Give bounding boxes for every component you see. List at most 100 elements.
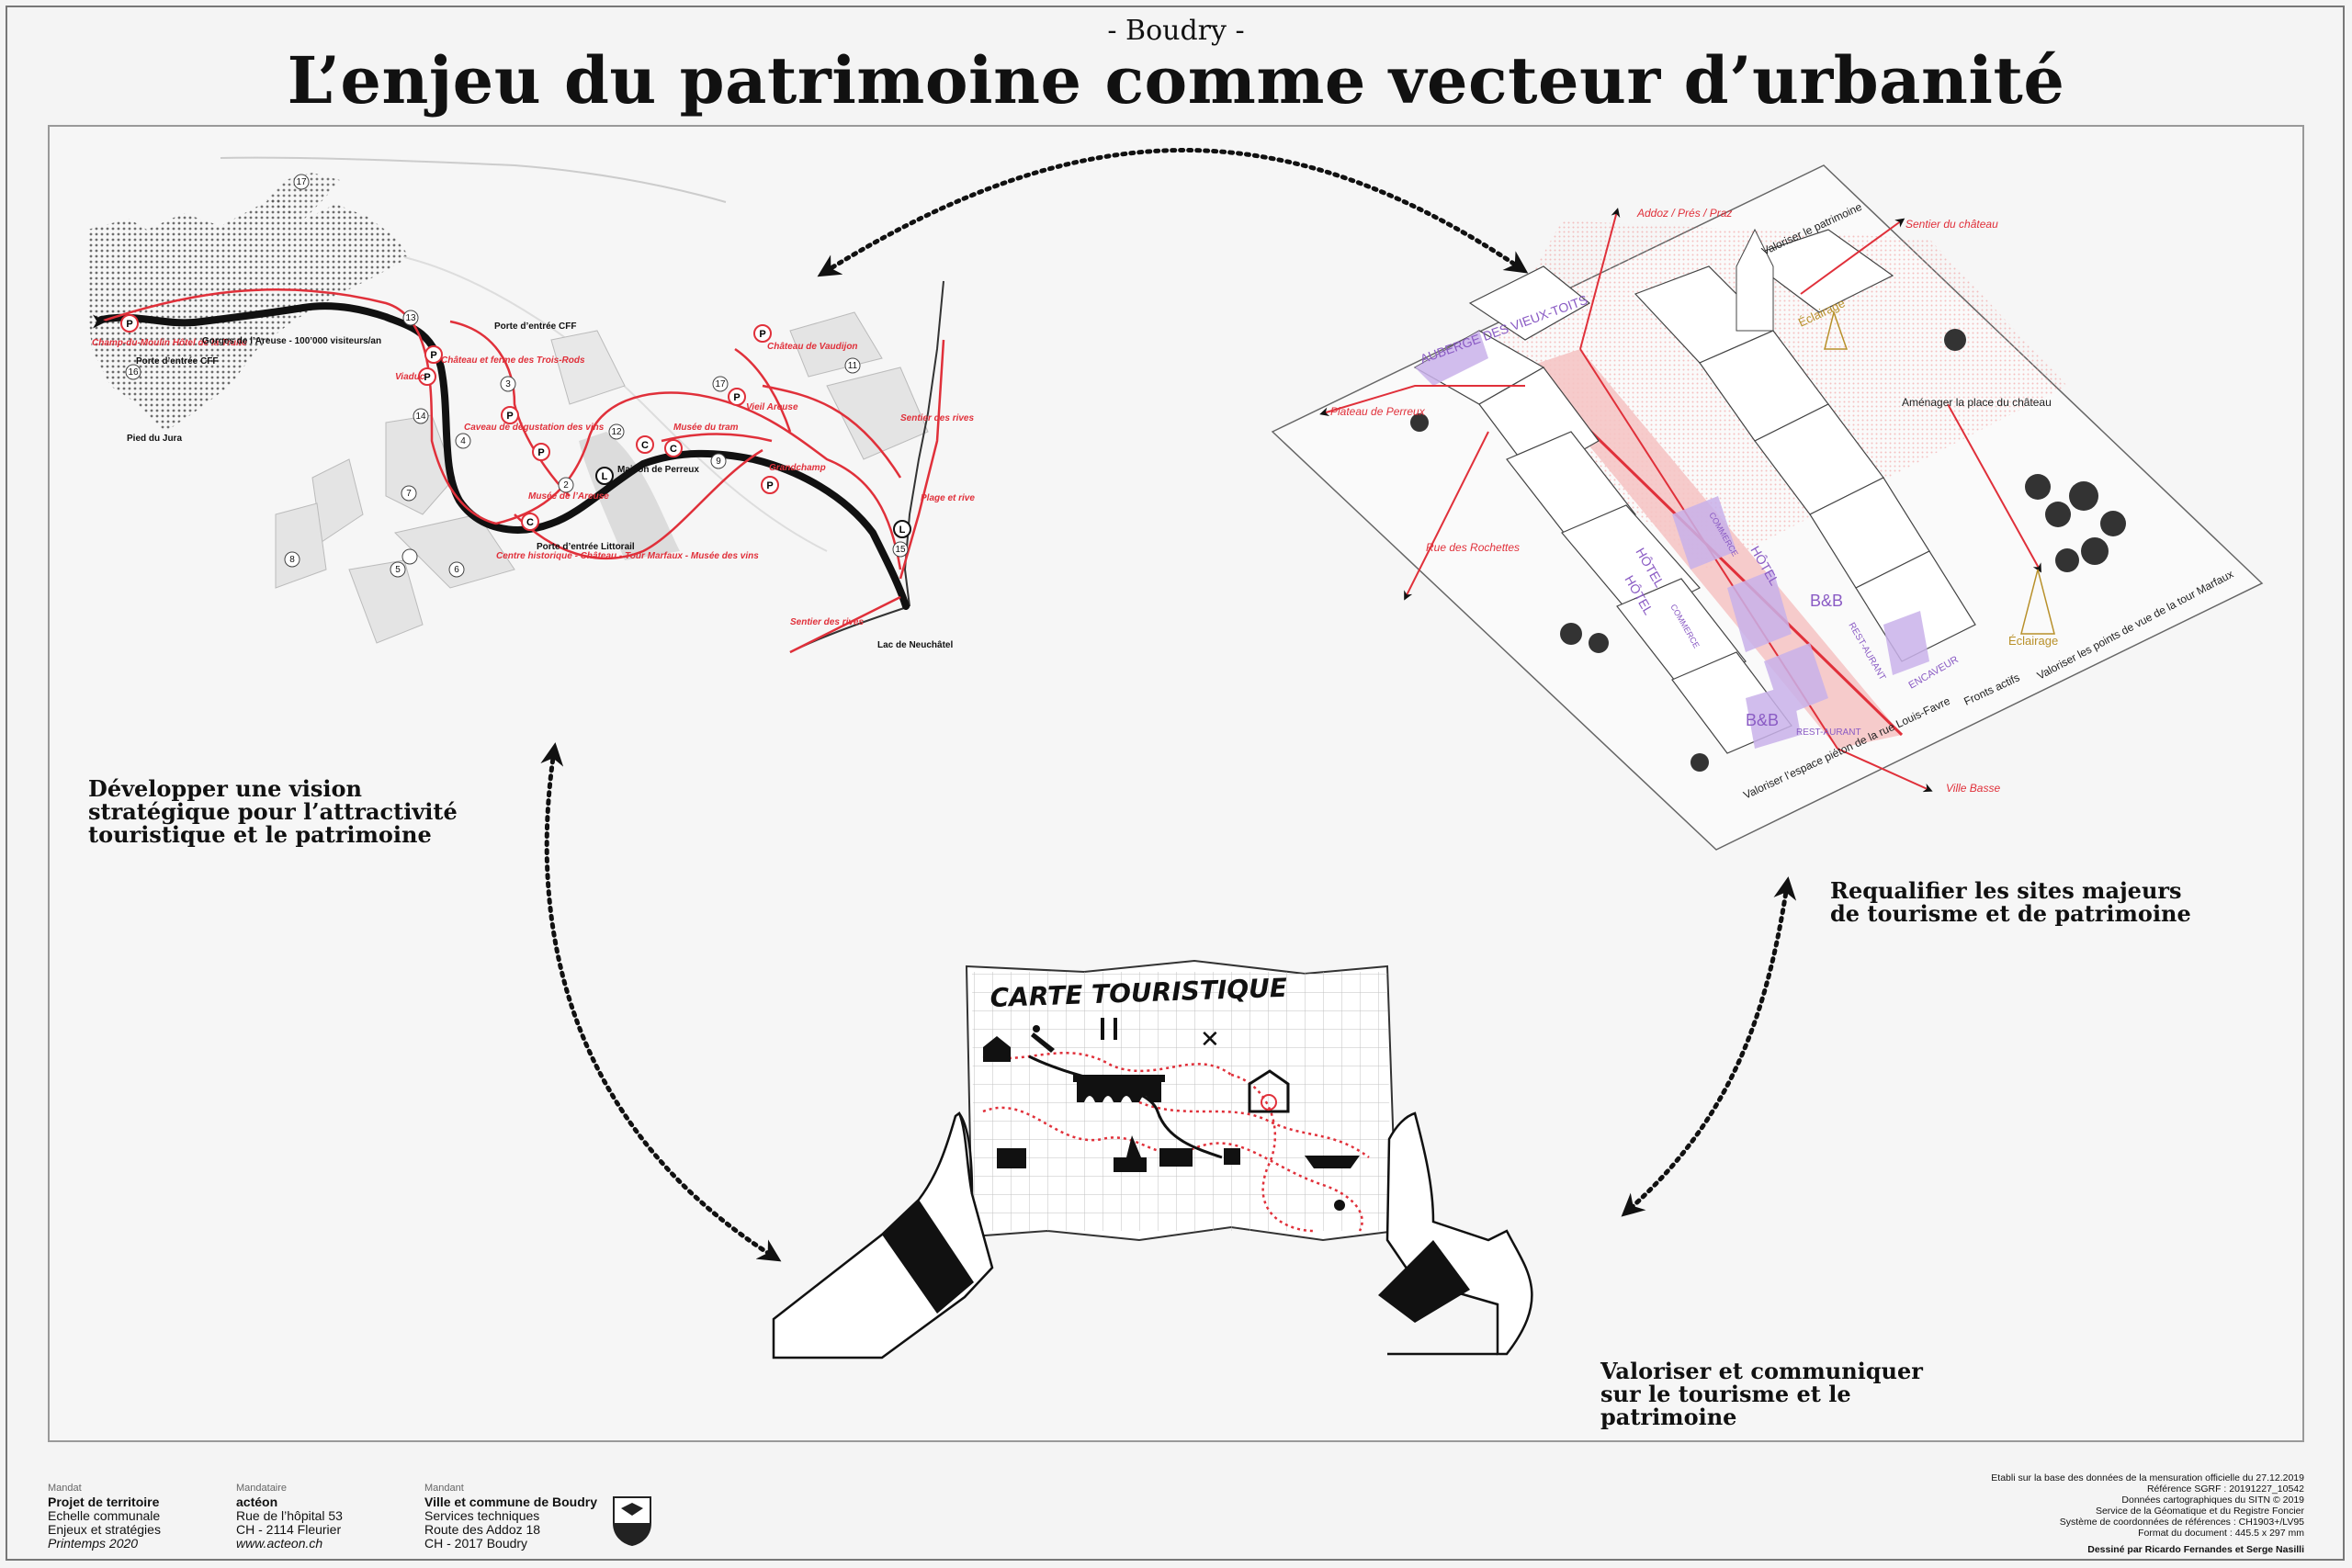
credit-line-3: Données cartographiques du SITN © 2019 [2121, 1495, 2304, 1506]
mandataire-line-3: CH - 2114 Fleurier [236, 1522, 342, 1537]
footer-mandat: Mandat Projet de territoire Echelle comm… [48, 1482, 161, 1551]
credit-line-1: Etabli sur la base des données de la men… [1991, 1472, 2304, 1483]
mandant-line-2: Services techniques [424, 1508, 540, 1523]
label-ville-basse: Ville Basse [1946, 782, 2000, 795]
mandataire-line-2: Rue de l’hôpital 53 [236, 1508, 343, 1523]
poster-border [6, 6, 2345, 1561]
svg-text:15: 15 [895, 545, 906, 555]
svg-text:P: P [126, 319, 132, 330]
svg-text:17: 17 [715, 379, 726, 389]
arrow-top [817, 148, 1529, 277]
c-marker: C [521, 513, 539, 531]
label-viaduc: Viaduc [395, 372, 425, 382]
svg-text:13: 13 [405, 313, 416, 323]
label-maison-perreux: Maison de Perreux [617, 465, 699, 475]
mandant-line-3: Route des Addoz 18 [424, 1522, 541, 1537]
c-marker: C [664, 439, 683, 457]
tourist-map-illustration: CARTE TOURISTIQUE ✕ [772, 959, 1533, 1359]
svg-text:16: 16 [128, 367, 139, 378]
mandat-line-2: Echelle communale [48, 1508, 161, 1523]
mandataire-label: Mandataire [236, 1483, 288, 1494]
label-addoz: Addoz / Prés / Praz [1636, 207, 1732, 220]
svg-text:5: 5 [395, 565, 401, 575]
footer-mandant: Mandant Ville et commune de Boudry Servi… [424, 1482, 597, 1551]
label-musee-areuse: Musée de l’Areuse [528, 491, 609, 502]
svg-text:P: P [424, 372, 430, 383]
mandant-line-1: Ville et commune de Boudry [424, 1495, 598, 1509]
label-gorges: Gorges de l’Areuse - 100’000 visiteurs/a… [202, 336, 381, 346]
mandat-label: Mandat [48, 1483, 82, 1494]
svg-text:C: C [670, 444, 677, 455]
p-marker: P [120, 314, 139, 333]
label-lac: Lac de Neuchâtel [877, 640, 953, 650]
svg-text:P: P [506, 411, 513, 422]
p-marker: P [728, 388, 746, 406]
svg-text:7: 7 [406, 489, 412, 499]
label-bnb-2: B&B [1746, 711, 1779, 729]
label-porte-cff-2: Porte d’entrée CFF [136, 356, 218, 367]
drawn-by: Dessiné par Ricardo Fernandes et Serge N… [2087, 1544, 2304, 1555]
svg-text:✕: ✕ [1200, 1026, 1220, 1054]
credit-line-2: Référence SGRF : 20191227_10542 [2146, 1483, 2304, 1495]
svg-text:3: 3 [505, 379, 511, 389]
svg-text:11: 11 [848, 361, 858, 371]
credit-line-4: Service de la Géomatique et du Registre … [2095, 1506, 2304, 1517]
svg-text:14: 14 [415, 412, 426, 422]
connector-arrows [540, 148, 1797, 1262]
mandataire-line-1: actéon [236, 1495, 278, 1509]
svg-text:2: 2 [563, 480, 569, 491]
label-amenager: Aménager la place du château [1902, 396, 2052, 409]
svg-text:P: P [766, 480, 773, 491]
label-champ: Champ-du-Moulin Hôtel de la Truite [92, 338, 247, 348]
label-centre-historique: Centre historique - Château - Tour Marfa… [496, 551, 759, 561]
label-musee-tram: Musée du tram [673, 423, 739, 433]
c-marker: C [636, 435, 654, 454]
svg-text:L: L [602, 471, 608, 482]
caption-requalifier: Requalifier les sites majeurs de tourism… [1830, 877, 2191, 927]
mandant-line-4: CH - 2017 Boudry [424, 1536, 528, 1551]
mandat-line-3: Enjeux et stratégies [48, 1522, 161, 1537]
label-grandchamp: Grandchamp [769, 463, 826, 473]
svg-text:4: 4 [460, 436, 466, 446]
svg-text:P: P [430, 350, 436, 361]
label-plage: Plage et rive [921, 493, 975, 503]
svg-text:8: 8 [289, 555, 295, 565]
svg-text:17: 17 [296, 177, 307, 187]
arrow-right [1621, 876, 1797, 1217]
l-marker: L [595, 467, 614, 485]
mandat-line-1: Projet de territoire [48, 1495, 160, 1509]
label-sentier-rives: Sentier des rives [900, 413, 974, 423]
label-porte-littorail: Porte d’entrée Littorail [537, 542, 635, 552]
label-bnb-1: B&B [1810, 592, 1843, 610]
svg-text:P: P [759, 329, 765, 340]
label-porte-cff: Porte d’entrée CFF [494, 321, 576, 332]
credit-line-5: Système de coordonnées de références : C… [2059, 1517, 2304, 1528]
footer-mandataire: Mandataire actéon Rue de l’hôpital 53 CH… [236, 1482, 343, 1551]
svg-text:L: L [899, 525, 906, 536]
mandant-label: Mandant [424, 1483, 464, 1494]
caption-valoriser: Valoriser et communiquer sur le tourisme… [1600, 1358, 1923, 1430]
site-numbers: 2 3 4 5 6 7 8 9 11 12 13 14 15 16 17 17 [125, 174, 909, 578]
left-cuff [882, 1200, 974, 1314]
caption-vision: Développer une vision stratégique pour l… [88, 775, 458, 848]
p-marker: P [424, 345, 443, 364]
svg-text:P: P [733, 392, 740, 403]
label-restaurant-2: REST-AURANT [1796, 728, 1861, 738]
credit-line-6: Format du document : 445.5 x 297 mm [2138, 1528, 2304, 1539]
p-marker: P [753, 324, 772, 343]
svg-text:12: 12 [611, 427, 622, 437]
l-marker: L [893, 520, 911, 538]
right-cuff [1378, 1240, 1470, 1323]
p-marker: P [761, 476, 779, 494]
mandat-line-4: Printemps 2020 [48, 1536, 139, 1551]
p-marker: P [418, 367, 436, 386]
label-sentier-chateau: Sentier du château [1905, 218, 1998, 231]
right-hand [1385, 1111, 1533, 1356]
label-chateau-ferme: Château et ferme des Trois-Rods [441, 355, 585, 366]
svg-text:C: C [526, 517, 534, 528]
label-eclairage-2: Éclairage [2008, 634, 2058, 648]
page-title: L’enjeu du patrimoine comme vecteur d’ur… [287, 42, 2065, 118]
label-plateau-perreux: Plateau de Perreux [1330, 405, 1426, 418]
svg-text:9: 9 [716, 457, 721, 467]
label-sentier-rives-2: Sentier des rives [790, 617, 864, 627]
